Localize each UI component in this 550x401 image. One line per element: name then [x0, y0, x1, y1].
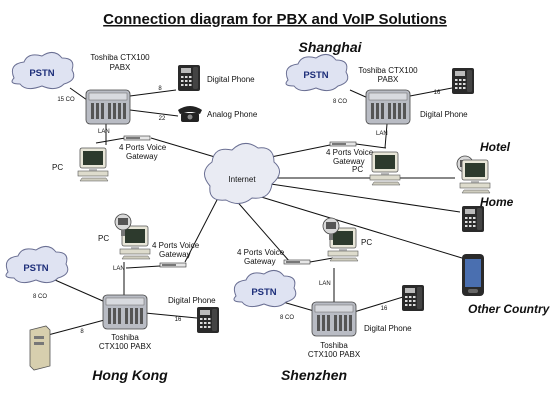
line-pbx-server-hongkong — [47, 317, 113, 336]
line-gateway-lan-hongkong — [125, 265, 161, 269]
pstn-cloud-hongkong: PSTN — [5, 246, 69, 284]
line-internet-home — [263, 182, 461, 213]
lan-label-hongkong: LAN — [113, 266, 125, 272]
line-pstn-pbx-hongkong — [54, 279, 113, 306]
line-pbx-analog-topleft — [129, 109, 179, 117]
digital-phone-label-topleft: Digital Phone — [207, 75, 255, 84]
pstn-label-shanghai: PSTN — [303, 70, 328, 81]
line-pbx-digital-shenzhen — [353, 296, 404, 313]
gateway-label-shenzhen-2: Gateway — [244, 257, 276, 266]
pbx-label-shenzhen-1: Toshiba — [320, 341, 348, 350]
pstn-label-topleft: PSTN — [29, 68, 54, 79]
pbx-topleft — [85, 89, 131, 125]
lan-label-topleft: LAN — [98, 129, 110, 135]
gateway-shanghai — [329, 141, 357, 147]
analog-ext-topleft: 22 — [159, 116, 166, 122]
analog-phone-label-topleft: Analog Phone — [207, 110, 258, 119]
internet-label: Internet — [228, 175, 256, 184]
digital-phone-label-shanghai: Digital Phone — [420, 110, 468, 119]
pc-icon-shanghai — [369, 151, 401, 186]
line-pbx-digital-topleft — [129, 89, 177, 97]
city-label-hongkong: Hong Kong — [92, 367, 168, 383]
digital-phone-label-shenzhen: Digital Phone — [364, 324, 412, 333]
co-lines-hongkong: 8 CO — [33, 294, 47, 300]
city-label-shanghai: Shanghai — [298, 39, 362, 55]
line-pstn-pbx-shanghai — [349, 89, 369, 99]
co-lines-shenzhen: 8 CO — [280, 315, 294, 321]
mobile-phone-icon-other-country — [462, 254, 484, 296]
digital-phone-icon-topleft — [178, 65, 200, 91]
line-internet-gateway-hongkong — [184, 197, 219, 263]
digital-phone-icon-hongkong — [197, 307, 219, 333]
pc-label-hongkong: PC — [98, 234, 109, 243]
pbx-label-topleft-2: PABX — [110, 63, 131, 72]
gateway-label-shanghai-1: 4 Ports Voice — [326, 148, 374, 157]
pbx-label-hongkong-1: Toshiba — [111, 333, 139, 342]
pbx-label-hongkong-2: CTX100 PABX — [99, 342, 152, 351]
gateway-label-hongkong-1: 4 Ports Voice — [152, 241, 200, 250]
pbx-shanghai — [365, 89, 411, 125]
line-gateway-internet-shanghai — [265, 144, 331, 159]
line-gateway-internet-topleft — [150, 137, 226, 161]
gateway-shenzhen — [283, 259, 311, 265]
digital-phone-label-hongkong: Digital Phone — [168, 296, 216, 305]
city-label-other-country: Other Country — [468, 302, 550, 316]
connection-lines — [47, 87, 463, 336]
pstn-label-shenzhen: PSTN — [251, 287, 276, 298]
line-internet-other-country — [257, 195, 463, 259]
line-internet-gateway-shenzhen — [233, 197, 291, 263]
line-lan-gateway-topleft — [95, 137, 126, 144]
digital-ext-shanghai: 16 — [434, 90, 441, 96]
digital-ext-hongkong: 16 — [175, 317, 182, 323]
line-pbx-digital-shanghai — [409, 87, 453, 97]
extra-ext-hongkong: 8 — [80, 329, 84, 335]
digital-phone-icon-shenzhen — [402, 285, 424, 311]
gateway-label-topleft-2: Gateway — [126, 152, 158, 161]
co-lines-topleft: 15 CO — [57, 97, 75, 103]
gateway-label-topleft-1: 4 Ports Voice — [119, 143, 167, 152]
pc-icon-topleft — [77, 147, 109, 182]
pstn-cloud-shenzhen: PSTN — [233, 270, 297, 308]
city-label-home: Home — [480, 195, 514, 209]
server-icon-hongkong — [29, 325, 51, 371]
lan-label-shanghai: LAN — [376, 131, 388, 137]
pstn-label-hongkong: PSTN — [23, 263, 48, 274]
pbx-hongkong — [102, 294, 148, 330]
pbx-shenzhen — [311, 301, 357, 337]
diagram-title: Connection diagram for PBX and VoIP Solu… — [103, 11, 447, 28]
line-pstn-pbx-topleft — [69, 87, 88, 101]
gateway-label-shenzhen-1: 4 Ports Voice — [237, 248, 285, 257]
pstn-cloud-shanghai: PSTN — [285, 54, 349, 92]
digital-ext-topleft: 8 — [158, 86, 162, 92]
city-label-hotel: Hotel — [480, 140, 511, 154]
pc-icon-hotel — [459, 159, 491, 194]
line-lan-gateway-shanghai — [355, 143, 387, 149]
line-pbx-digital-hongkong — [144, 312, 198, 319]
digital-phone-icon-shanghai — [452, 68, 474, 94]
pbx-label-topleft-1: Toshiba CTX100 — [90, 53, 150, 62]
pc-label-shanghai: PC — [352, 165, 363, 174]
gateway-label-hongkong-2: Gateway — [159, 250, 191, 259]
gateway-hongkong — [159, 262, 187, 268]
gateway-label-shanghai-2: Gateway — [333, 157, 365, 166]
pc-label-topleft: PC — [52, 163, 63, 172]
line-pbx-lan-shanghai — [384, 123, 388, 149]
digital-ext-shenzhen: 16 — [381, 306, 388, 312]
digital-phone-icon-home — [462, 206, 484, 232]
internet-cloud: Internet — [204, 143, 280, 204]
gateway-topleft — [123, 135, 151, 141]
analog-phone-icon-topleft — [178, 106, 202, 122]
pbx-label-shenzhen-2: CTX100 PABX — [308, 350, 361, 359]
city-label-shenzhen: Shenzhen — [281, 367, 347, 383]
pc-label-shenzhen: PC — [361, 238, 372, 247]
pbx-label-shanghai-1: Toshiba CTX100 — [358, 66, 418, 75]
co-lines-shanghai: 8 CO — [333, 99, 347, 105]
pbx-label-shanghai-2: PABX — [378, 75, 399, 84]
line-gateway-pc-shenzhen — [309, 257, 334, 263]
pstn-cloud-topleft: PSTN — [11, 52, 75, 90]
lan-label-shenzhen: LAN — [319, 281, 331, 287]
